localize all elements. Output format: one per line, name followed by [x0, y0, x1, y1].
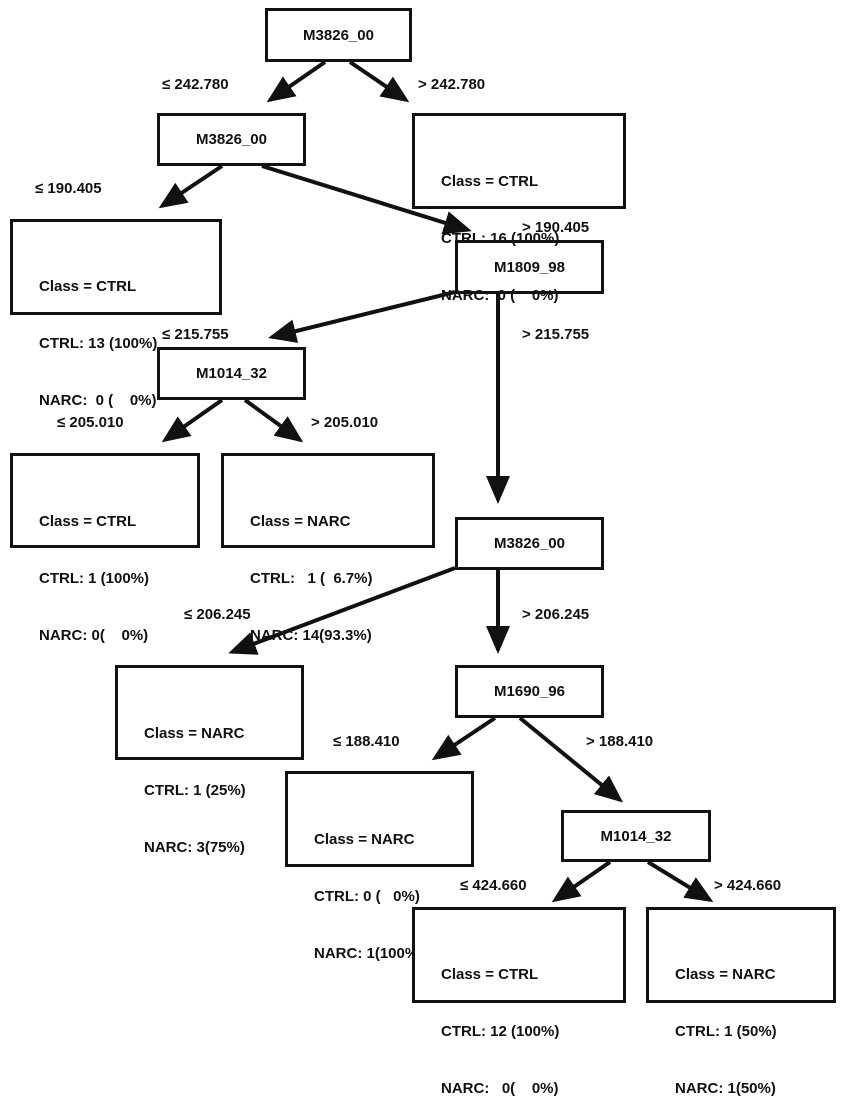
- edge-n2-left: [268, 290, 456, 343]
- leaf-ctrl-count: CTRL: 1 (50%): [675, 1023, 777, 1040]
- edge-label: > 206.245: [522, 606, 590, 623]
- leaf-class: Class = CTRL: [441, 966, 539, 983]
- leaf-class: Class = NARC: [250, 513, 351, 530]
- leaf-narc-count: NARC: 0( 0%): [441, 1080, 559, 1097]
- edge-n6-right: [646, 860, 714, 903]
- leaf-ctrl-count: CTRL: 0 ( 0%): [314, 888, 420, 905]
- edge-label: ≤ 206.245: [184, 606, 251, 623]
- leaf-ctrl-count: CTRL: 16 (100%): [441, 230, 560, 247]
- edge-label: > 205.010: [311, 414, 379, 431]
- edge-label: ≤ 242.780: [162, 76, 229, 93]
- split-node: M3826_00: [455, 517, 604, 570]
- edge-n5-left: [431, 716, 497, 761]
- leaf-node: Class = CTRL CTRL: 16 (100%) NARC: 0 ( 0…: [412, 113, 626, 304]
- leaf-class: Class = CTRL: [441, 173, 539, 190]
- edge-label: ≤ 205.010: [57, 414, 124, 431]
- leaf-class: Class = NARC: [144, 725, 245, 742]
- leaf-narc-count: NARC: 1(50%): [675, 1080, 776, 1097]
- edge-label: > 188.410: [586, 733, 654, 750]
- leaf-node: Class = NARC CTRL: 0 ( 0%) NARC: 1(100%): [285, 771, 474, 962]
- edge-root-right: [348, 60, 410, 103]
- leaf-class: Class = CTRL: [39, 513, 137, 530]
- split-node-root: M3826_00: [265, 8, 412, 62]
- split-node: M1690_96: [455, 665, 604, 718]
- leaf-node: Class = CTRL CTRL: 12 (100%) NARC: 0( 0%…: [412, 907, 626, 1097]
- edge-label: ≤ 215.755: [162, 326, 229, 343]
- leaf-narc-count: NARC: 0 ( 0%): [441, 287, 559, 304]
- leaf-narc-count: NARC: 14(93.3%): [250, 627, 372, 644]
- leaf-class: Class = CTRL: [39, 278, 137, 295]
- split-node: M1809_98: [455, 240, 604, 294]
- leaf-node: Class = CTRL CTRL: 13 (100%) NARC: 0 ( 0…: [10, 219, 222, 409]
- split-node: M1014_32: [157, 347, 306, 400]
- edge-label: > 242.780: [418, 76, 486, 93]
- decision-tree-edges: [158, 60, 714, 903]
- edge-n1-left: [158, 164, 224, 209]
- edge-n3-left: [161, 398, 224, 443]
- leaf-ctrl-count: CTRL: 1 (100%): [39, 570, 150, 587]
- leaf-node: Class = NARC CTRL: 1 (25%) NARC: 3(75%): [115, 665, 304, 856]
- split-node: M1014_32: [561, 810, 711, 862]
- leaf-narc-count: NARC: 3(75%): [144, 839, 245, 856]
- leaf-ctrl-count: CTRL: 13 (100%): [39, 335, 158, 352]
- leaf-node: Class = CTRL CTRL: 1 (100%) NARC: 0( 0%): [10, 453, 200, 644]
- edge-n5-right: [518, 716, 624, 803]
- leaf-node: Class = NARC CTRL: 1 (50%) NARC: 1(50%): [646, 907, 836, 1097]
- leaf-ctrl-count: CTRL: 1 ( 6.7%): [250, 570, 373, 587]
- edge-n1-right: [261, 164, 472, 235]
- split-node: M3826_00: [157, 113, 306, 166]
- edge-label: > 424.660: [714, 877, 782, 894]
- leaf-narc-count: NARC: 1(100%): [314, 945, 424, 962]
- edge-label: ≤ 424.660: [460, 877, 527, 894]
- leaf-class: Class = NARC: [675, 966, 776, 983]
- edge-root-left: [266, 60, 327, 103]
- edge-n6-left: [551, 860, 612, 903]
- leaf-ctrl-count: CTRL: 12 (100%): [441, 1023, 560, 1040]
- edge-label: ≤ 188.410: [333, 733, 400, 750]
- edge-label: ≤ 190.405: [35, 180, 102, 197]
- leaf-narc-count: NARC: 0( 0%): [39, 627, 149, 644]
- leaf-node: Class = NARC CTRL: 1 ( 6.7%) NARC: 14(93…: [221, 453, 435, 644]
- leaf-narc-count: NARC: 0 ( 0%): [39, 392, 157, 409]
- edge-label: > 190.405: [522, 219, 590, 236]
- leaf-ctrl-count: CTRL: 1 (25%): [144, 782, 246, 799]
- edge-n3-right: [243, 398, 304, 443]
- edge-label: > 215.755: [522, 326, 590, 343]
- leaf-class: Class = NARC: [314, 831, 415, 848]
- edge-n4-left: [228, 566, 456, 655]
